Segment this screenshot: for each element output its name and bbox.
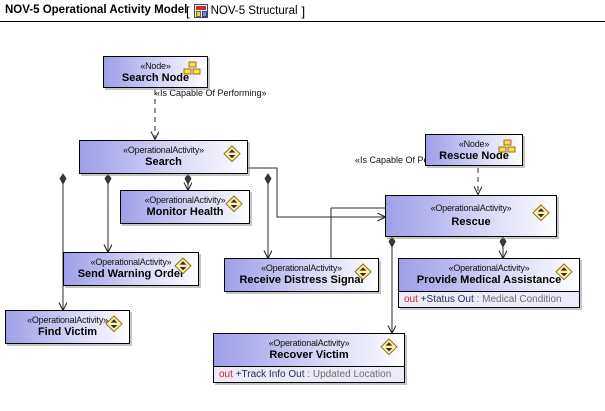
activity-rescue[interactable]: «OperationalActivity» Rescue (385, 195, 557, 237)
connector-layer (0, 72, 605, 411)
activity-search[interactable]: «OperationalActivity» Search (79, 140, 248, 174)
node-name: Rescue Node (439, 150, 509, 162)
activity-stereotype: «OperationalActivity» (90, 257, 172, 267)
activity-stereotype: «OperationalActivity» (27, 315, 108, 325)
activity-provide-medical-assistance[interactable]: «OperationalActivity» Provide Medical As… (398, 258, 580, 308)
edge-search-rescue (248, 168, 385, 217)
node-icon (497, 139, 517, 157)
diagram-reference[interactable]: [ NOV-5 Structural ] (186, 2, 305, 20)
diagram-canvas: «Is Capable Of Performing» «Is Capable O… (0, 22, 605, 411)
attribute-direction: out (219, 369, 233, 380)
corner-fold-decoration (593, 0, 605, 22)
page-title: NOV-5 Operational Activity Model (5, 4, 188, 16)
activity-name: Monitor Health (146, 206, 224, 218)
activity-name: Rescue (451, 216, 491, 228)
diagram-reference-label: NOV-5 Structural (210, 5, 298, 17)
node-search-node[interactable]: «Node» Search Node (103, 56, 208, 88)
operational-activity-icon (554, 263, 574, 281)
operational-activity-icon (379, 338, 399, 356)
node-stereotype: «Node» (458, 139, 490, 149)
activity-name: Find Victim (37, 326, 98, 338)
node-rescue-node[interactable]: «Node» Rescue Node (425, 134, 523, 166)
operational-activity-icon (104, 315, 124, 333)
node-name: Search Node (121, 72, 190, 84)
operational-activity-icon (353, 263, 373, 281)
activity-monitor-health[interactable]: «OperationalActivity» Monitor Health (120, 190, 250, 224)
activity-name: Send Warning Order (77, 268, 185, 280)
operational-activity-icon (531, 204, 551, 222)
activity-name: Recover Victim (269, 349, 349, 361)
bracket-open: [ (186, 3, 190, 19)
activity-find-victim[interactable]: «OperationalActivity» Find Victim (5, 310, 130, 344)
activity-name: Provide Medical Assistance (416, 274, 562, 286)
activity-attribute-row: out +Track Info Out : Updated Location (214, 366, 404, 382)
attribute-type: Updated Location (312, 369, 392, 380)
operational-activity-icon (173, 257, 193, 275)
activity-stereotype: «OperationalActivity» (268, 338, 350, 348)
activity-name: Receive Distress Signal (239, 274, 364, 286)
activity-send-warning-order[interactable]: «OperationalActivity» Send Warning Order (63, 252, 199, 286)
edge-label-rescue-capable: «Is Capable Of Performing» (355, 155, 467, 165)
activity-receive-distress-signal[interactable]: «OperationalActivity» Receive Distress S… (224, 258, 379, 292)
operational-activity-icon (222, 145, 242, 163)
activity-stereotype: «OperationalActivity» (144, 195, 226, 205)
activity-stereotype: «OperationalActivity» (430, 203, 512, 213)
node-stereotype: «Node» (140, 61, 171, 71)
bracket-close: ] (301, 3, 306, 19)
activity-stereotype: «OperationalActivity» (448, 263, 530, 273)
attribute-separator: : (307, 369, 311, 380)
attribute-name: +Track Info Out (235, 369, 305, 380)
activity-recover-victim[interactable]: «OperationalActivity» Recover Victim out… (213, 333, 405, 383)
attribute-separator: : (476, 294, 480, 305)
edge-label-search-capable: «Is Capable Of Performing» (155, 88, 267, 98)
node-icon (182, 61, 202, 79)
attribute-direction: out (404, 294, 418, 305)
attribute-name: +Status Out (420, 294, 474, 305)
diagram-title-bar: NOV-5 Operational Activity Model [ NOV-5… (0, 0, 605, 22)
diagram-reference-icon (193, 4, 208, 18)
activity-name: Search (145, 156, 182, 168)
operational-activity-icon (224, 195, 244, 213)
attribute-type: Medical Condition (482, 294, 562, 305)
activity-stereotype: «OperationalActivity» (123, 145, 204, 155)
activity-stereotype: «OperationalActivity» (261, 263, 342, 273)
activity-attribute-row: out +Status Out : Medical Condition (399, 291, 579, 307)
